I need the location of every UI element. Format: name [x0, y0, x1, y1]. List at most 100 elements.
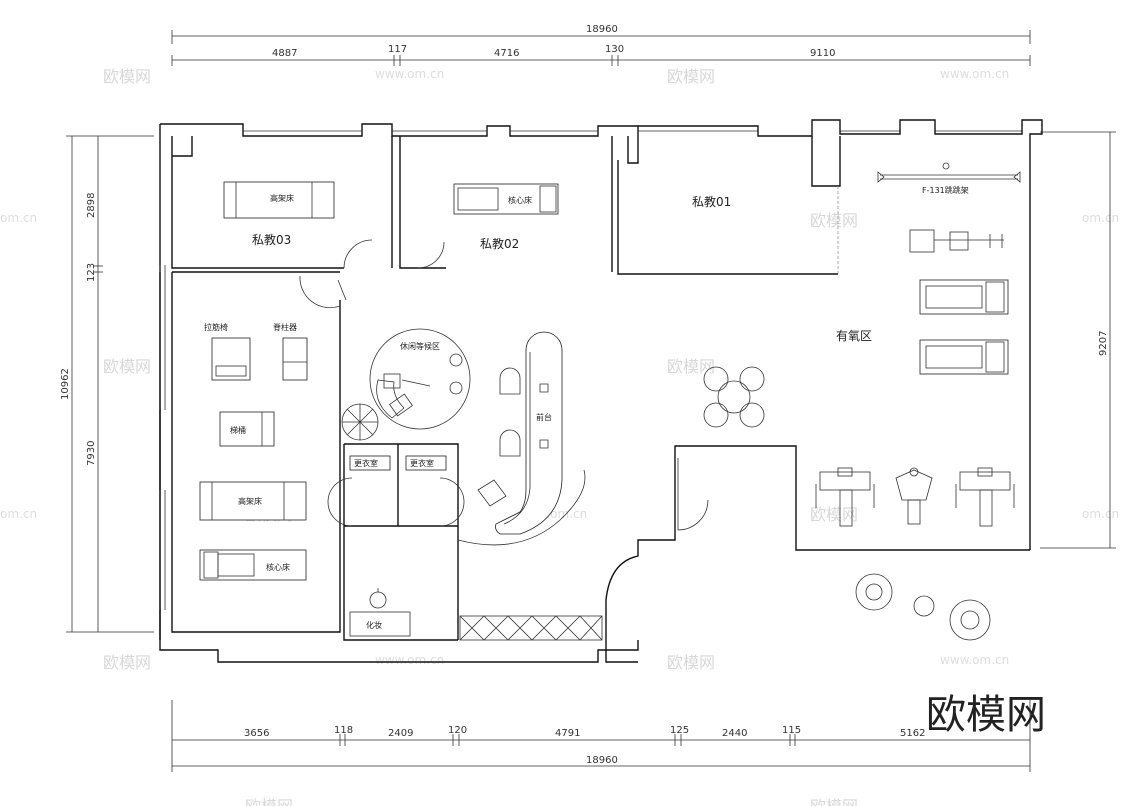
ladder-barrel-label: 梯桶 [230, 425, 246, 435]
front-desk [495, 331, 563, 535]
watermark-site: om.cn [1082, 211, 1119, 225]
bottom-dimensions: 3656 118 2409 120 4791 125 2440 115 5162… [171, 700, 1031, 772]
dim-bottom-seg-3: 2409 [388, 728, 413, 739]
storage-shelf [459, 615, 603, 641]
top-dimensions: 18960 4887 117 4716 130 9110 [171, 24, 1031, 66]
high-bed-left [199, 481, 307, 521]
ladder-barrel [219, 411, 275, 447]
locker-rooms: 更衣室 更衣室 化妆 [349, 455, 447, 637]
core-bed-left-label: 核心床 [266, 562, 290, 572]
stretch-machine-label: 拉筋椅 [204, 322, 228, 332]
dim-left-seg-1: 2898 [86, 193, 97, 218]
planter-2 [913, 595, 935, 617]
spiral-staircase [341, 403, 379, 441]
locker-sign-1 [349, 455, 391, 471]
rack-equipment: F-131跳跳架 [877, 162, 1021, 195]
weight-machine [909, 229, 1004, 253]
cardio-zone: F-131跳跳架 有氧区 [703, 162, 1021, 527]
watermark-site: www.om.cn [940, 67, 1009, 81]
dim-top-seg-2: 117 [388, 44, 407, 55]
room-label-cardio: 有氧区 [836, 329, 872, 343]
private-room-03: 高架床 私教03 [223, 181, 335, 247]
dim-top-seg-1: 4887 [272, 48, 297, 59]
planters [855, 573, 991, 641]
round-table-set [703, 366, 765, 428]
watermark-site: www.om.cn [940, 653, 1009, 667]
watermark-brand: 欧模网 [103, 653, 151, 672]
right-dimensions: 9207 [1040, 131, 1116, 549]
front-desk-area: 前台 [457, 331, 586, 546]
dim-bottom-seg-4: 120 [448, 725, 467, 736]
dim-bottom-seg-2: 118 [334, 725, 353, 736]
dim-right-total: 9207 [1098, 331, 1109, 356]
door-locker-1 [327, 477, 353, 527]
lounge-area: 休闲等候区 [341, 328, 471, 441]
treadmill-2 [919, 339, 1009, 375]
high-bed-03 [223, 181, 335, 219]
watermark-brand: 欧模网 [810, 505, 858, 524]
room-label-private-03: 私教03 [252, 232, 291, 247]
locker-label-1: 更衣室 [354, 458, 378, 468]
watermark-site: www.om.cn [375, 653, 444, 667]
walls [159, 119, 1043, 663]
door-right [677, 458, 709, 531]
locker-label-2: 更衣室 [410, 458, 434, 468]
locker-sign-2 [405, 455, 447, 471]
makeup-table [349, 611, 411, 637]
private-room-02: 核心床 私教02 [453, 183, 559, 251]
doors [299, 239, 709, 531]
watermark-site: www.om.cn [375, 67, 444, 81]
left-room-equipment: 拉筋椅 脊柱器 梯桶 高架床 核心床 [199, 322, 308, 581]
rack-label: F-131跳跳架 [922, 185, 969, 195]
watermark-brand: 欧模网 [810, 797, 858, 806]
door-left-room [299, 275, 341, 309]
door-private-03 [343, 239, 373, 269]
makeup-stool [369, 591, 387, 609]
planter-3 [949, 599, 991, 641]
dim-top-seg-3: 4716 [494, 48, 519, 59]
dim-bottom-seg-6: 125 [670, 725, 689, 736]
treadmill-1 [919, 279, 1009, 315]
watermark-brand: 欧模网 [103, 67, 151, 86]
left-window [159, 265, 166, 610]
watermark-site: om.cn [0, 507, 37, 521]
brand-logo: 欧模网 [926, 692, 1046, 738]
strength-machine-2 [895, 467, 933, 525]
left-dimensions: 10962 2898 123 7930 [60, 135, 154, 633]
watermark-brand: 欧模网 [667, 357, 715, 376]
room-label-private-02: 私教02 [480, 236, 519, 251]
watermark-brand: 欧模网 [103, 357, 151, 376]
spine-trainer-label: 脊柱器 [273, 322, 297, 332]
dim-top-seg-4: 130 [605, 44, 624, 55]
dim-bottom-seg-1: 3656 [244, 728, 269, 739]
dim-bottom-seg-7: 2440 [722, 728, 747, 739]
stretch-machine [211, 337, 251, 381]
watermark-brand: 欧模网 [667, 67, 715, 86]
watermark-site: om.cn [1082, 507, 1119, 521]
dim-bottom-total: 18960 [586, 755, 618, 766]
door-locker-2 [439, 477, 465, 527]
room-label-private-01: 私教01 [692, 194, 731, 209]
core-bed-02-label: 核心床 [508, 195, 532, 205]
strength-machine-3 [955, 467, 1015, 527]
watermark-brand: 欧模网 [667, 653, 715, 672]
dim-left-seg-3: 7930 [86, 441, 97, 466]
dim-bottom-seg-5: 4791 [555, 728, 580, 739]
watermark-site: om.cn [0, 211, 37, 225]
watermark-brand: 欧模网 [810, 211, 858, 230]
dim-bottom-seg-9: 5162 [900, 728, 925, 739]
planter-1 [855, 573, 893, 611]
front-desk-label: 前台 [536, 412, 552, 422]
high-bed-03-label: 高架床 [270, 193, 294, 203]
lounge-rug [369, 328, 471, 430]
dim-bottom-seg-8: 115 [782, 725, 801, 736]
door-private-02 [417, 241, 445, 269]
dim-top-seg-5: 9110 [810, 48, 835, 59]
high-bed-left-label: 高架床 [238, 496, 262, 506]
lounge-label: 休闲等候区 [400, 341, 440, 351]
dim-top-total: 18960 [586, 24, 618, 35]
watermarks: 欧模网 www.om.cn 欧模网 www.om.cn om.cn 欧模网 om… [0, 67, 1119, 806]
watermark-brand: 欧模网 [245, 797, 293, 806]
spine-trainer [282, 337, 308, 381]
